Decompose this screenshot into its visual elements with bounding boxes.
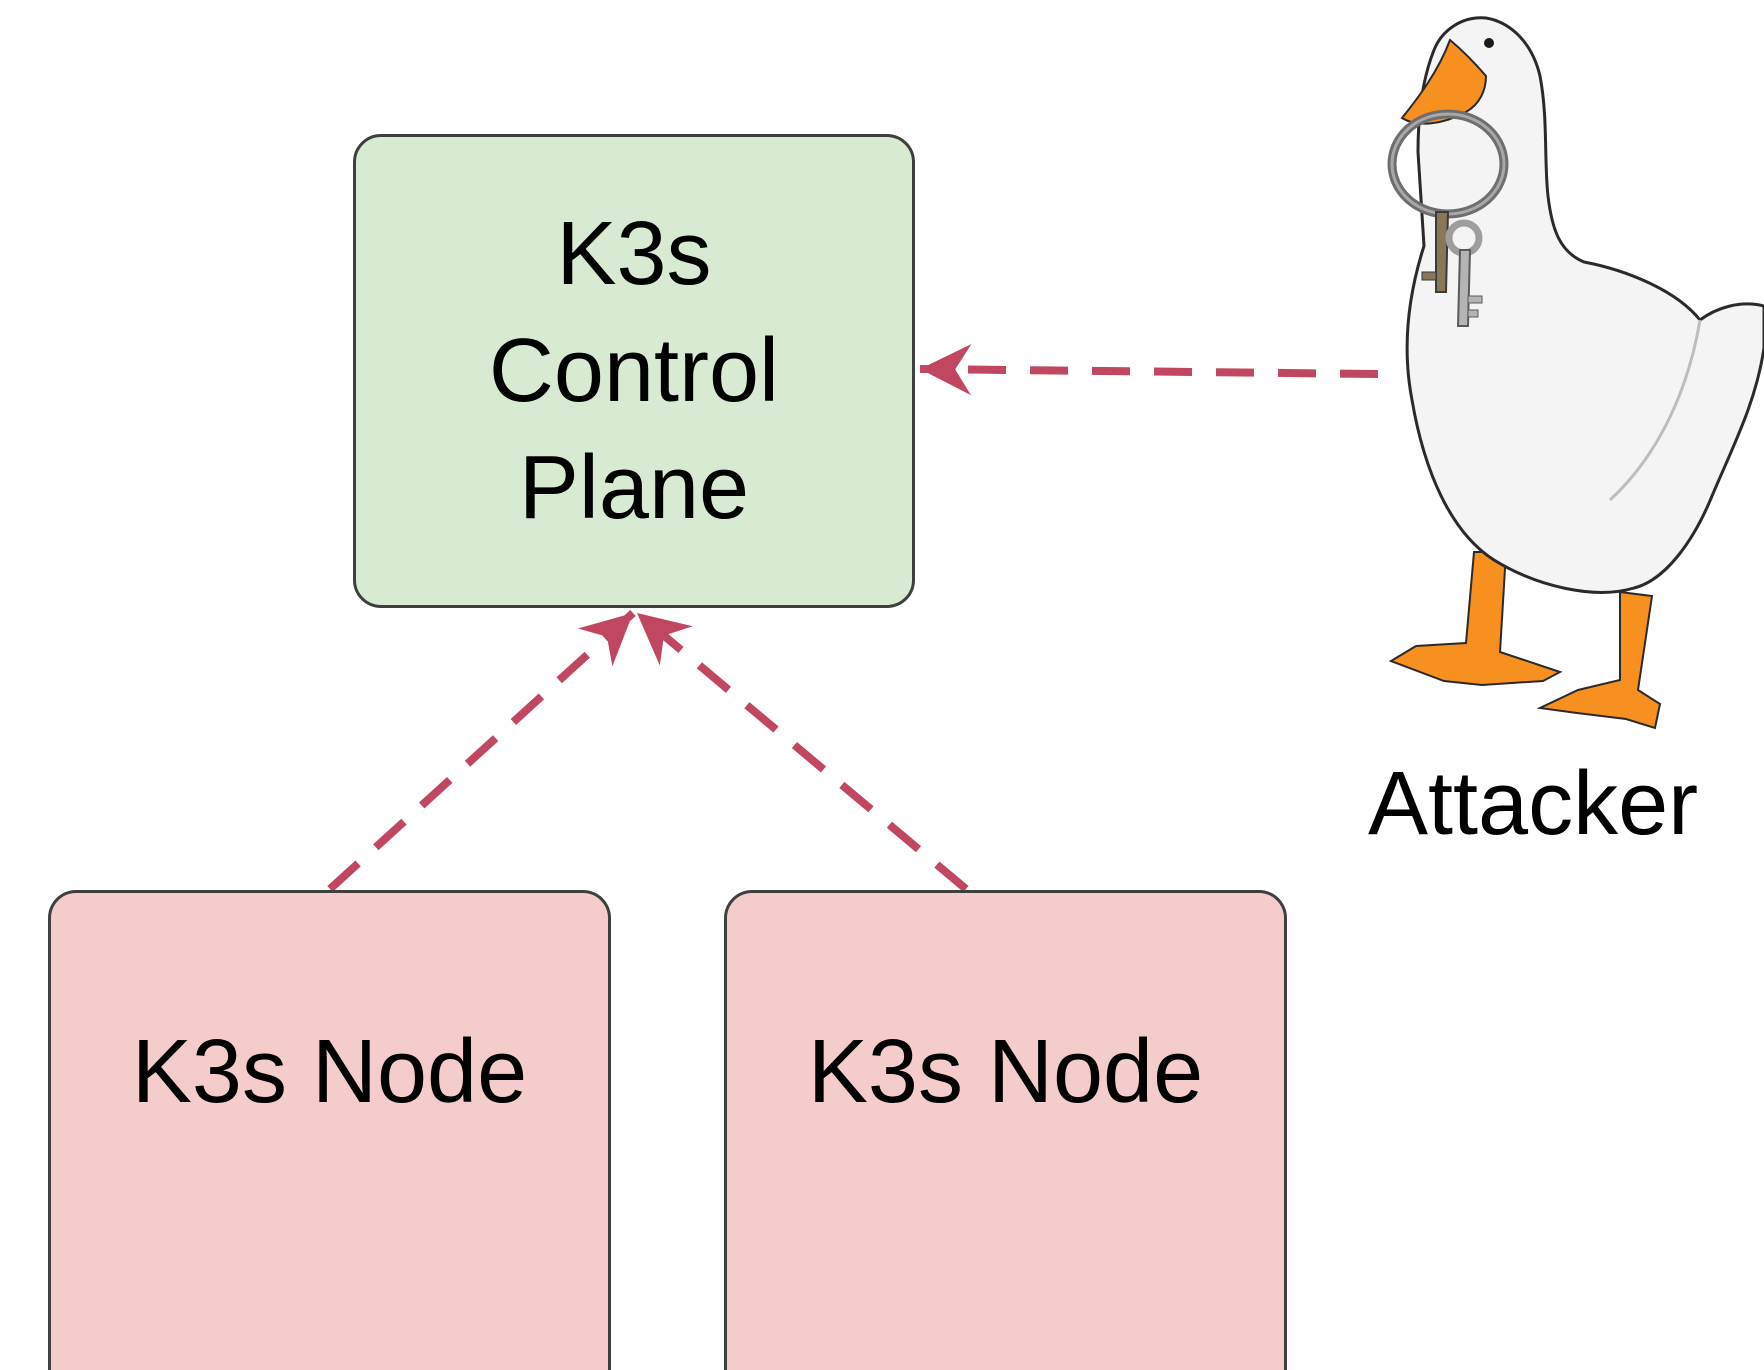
k3s-node-box: K3s Node [48,890,611,1370]
k3s-node-label: K3s Node [131,1022,528,1122]
control-plane-box: K3s Control Plane [353,134,915,608]
k3s-node-box: K3s Node [724,890,1287,1370]
attacker-label: Attacker [1368,754,1699,854]
control-plane-label: K3s Control Plane [488,203,780,538]
k3s-node-label: K3s Node [807,1022,1204,1122]
node-b-to-control-plane-arrow [634,609,969,893]
attacker-to-control-plane-arrow [919,343,1379,396]
node-a-to-control-plane-arrow [327,610,636,892]
